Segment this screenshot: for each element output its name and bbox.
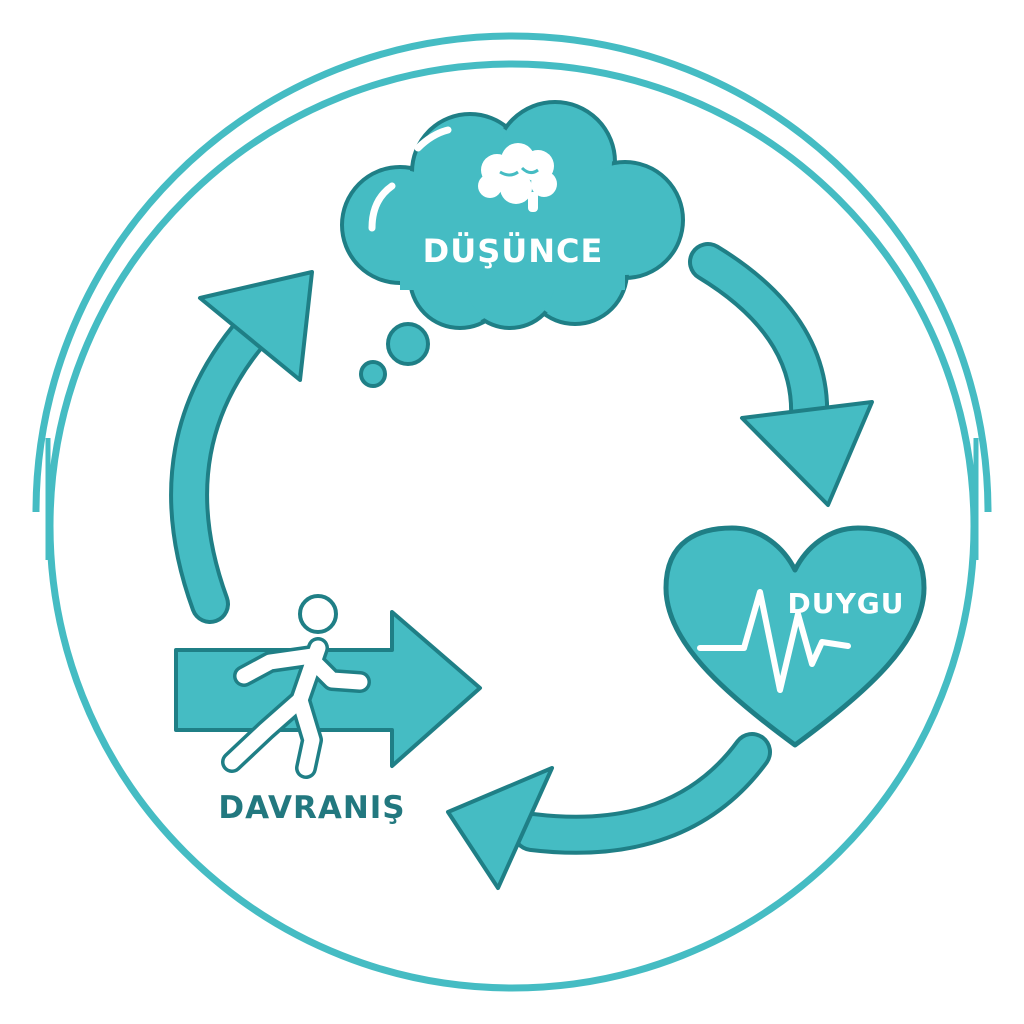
node-thought: DÜŞÜNCE	[340, 100, 685, 388]
thought-label: DÜŞÜNCE	[423, 232, 604, 270]
behavior-label: DAVRANIŞ	[218, 790, 405, 826]
heartbeat-icon	[697, 589, 851, 693]
node-behavior: DAVRANIŞ	[174, 594, 482, 826]
emotion-label: DUYGU	[788, 587, 905, 620]
outer-ring	[32, 32, 992, 992]
brain-icon	[478, 143, 557, 212]
thought-bubble-small	[359, 360, 387, 388]
arrow-behavior-to-thought	[169, 270, 314, 624]
arrow-thought-to-emotion	[688, 242, 874, 507]
arrow-emotion-to-behavior	[446, 732, 772, 890]
running-person-fill	[224, 640, 368, 776]
thought-bubble-large	[386, 322, 430, 366]
cycle-arrows	[169, 242, 874, 890]
node-emotion: DUYGU	[663, 525, 927, 748]
